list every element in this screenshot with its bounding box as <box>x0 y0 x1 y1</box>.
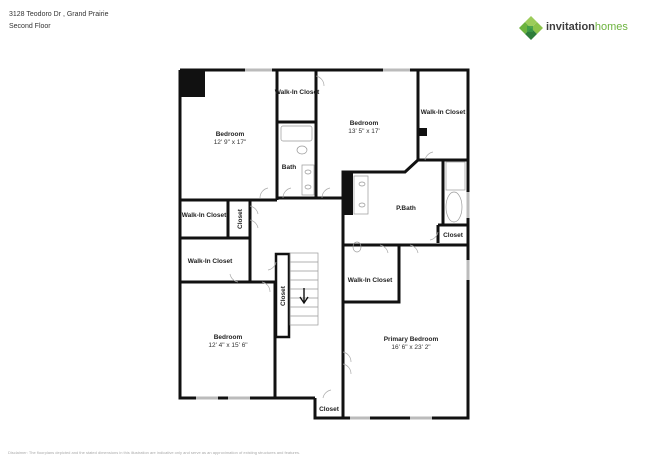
room-label: Bedroom <box>350 120 379 127</box>
doors <box>229 75 439 399</box>
wall-block <box>418 128 427 136</box>
room-label: Bedroom <box>214 334 243 341</box>
logo-word-homes: homes <box>594 21 628 33</box>
room-dimensions: 12' 4" x 15' 6" <box>208 342 248 349</box>
diamond-cluster-logo-icon <box>519 16 543 40</box>
room-label: Closet <box>280 285 287 306</box>
column-block <box>180 70 205 97</box>
room-label: Closet <box>443 232 464 239</box>
invitation-homes-logo: invitationhomes <box>518 15 643 41</box>
room-label: Closet <box>237 208 244 229</box>
property-address: 3128 Teodoro Dr , Grand Prairie <box>9 11 109 18</box>
room-label: Walk-In Closet <box>421 109 466 116</box>
room-label: Closet <box>319 406 340 413</box>
room-label: Walk-In Closet <box>188 258 233 265</box>
disclaimer: Disclaimer: The floorplans depicted and … <box>8 450 301 455</box>
room-dimensions: 13' 5" x 17' <box>348 128 380 135</box>
room-dimensions: 12' 9" x 17" <box>214 139 247 146</box>
room-label: Walk-In Closet <box>275 89 320 96</box>
wall-block <box>343 173 353 215</box>
room-label: Primary Bedroom <box>384 336 439 343</box>
logo-word-invitation: invitation <box>546 21 595 33</box>
walls <box>178 68 470 420</box>
room-label: Bath <box>282 164 296 171</box>
floor-label: Second Floor <box>9 23 51 30</box>
stairs-down-arrow-icon <box>299 288 309 305</box>
room-dimensions: 16' 6" x 23' 2" <box>391 344 431 351</box>
room-label: P.Bath <box>396 205 416 212</box>
room-label: Walk-In Closet <box>182 212 227 219</box>
windows <box>196 68 470 420</box>
room-label: Walk-In Closet <box>348 277 393 284</box>
room-label: Bedroom <box>216 131 245 138</box>
